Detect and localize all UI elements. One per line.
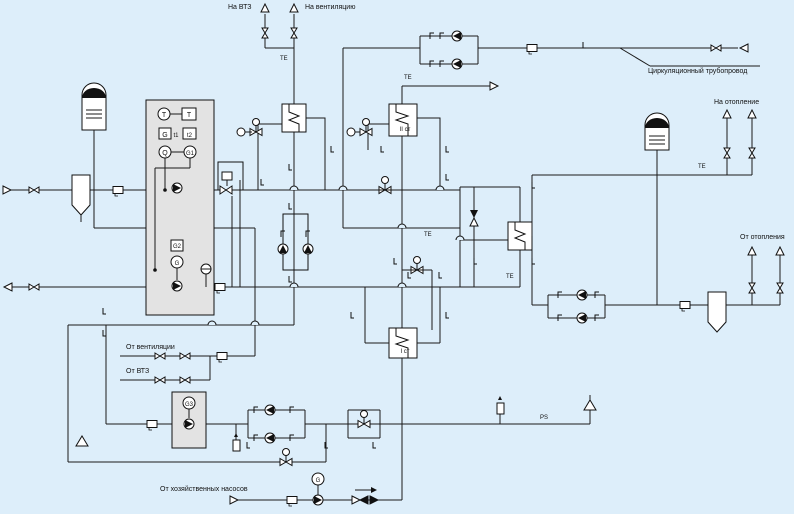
flowmeter-supply bbox=[171, 182, 183, 194]
hot-water-outlet-arrow bbox=[489, 81, 500, 91]
ventilation-return-filter bbox=[216, 352, 228, 363]
return-outlet-arrow bbox=[2, 282, 13, 292]
ps-label: PS bbox=[540, 415, 548, 421]
circulation-pump-2[interactable] bbox=[451, 58, 463, 70]
crossing-hops bbox=[207, 185, 465, 326]
ventilation-outlet-arrow bbox=[289, 3, 299, 13]
circulation-inlet-arrow bbox=[738, 43, 749, 53]
thermo-t-label: T bbox=[162, 112, 167, 119]
mud-separator-left bbox=[71, 174, 91, 222]
te-label-3: TE bbox=[424, 232, 432, 238]
domestic-meter-label: G bbox=[316, 478, 321, 484]
heating-return-valve-2[interactable] bbox=[776, 282, 784, 294]
heating-return-arrow-1 bbox=[747, 246, 757, 256]
cold-water-control-valve[interactable] bbox=[357, 410, 371, 428]
meter-g2-label: G2 bbox=[173, 244, 182, 250]
from-domestic-pumps-label: От хозяйственных насосов bbox=[160, 485, 248, 493]
meter-t2-label: t2 bbox=[187, 133, 193, 139]
supply-inlet-valve[interactable] bbox=[28, 186, 40, 194]
ventilation-return-valve-2[interactable] bbox=[179, 352, 191, 360]
cold-water-filter bbox=[146, 420, 158, 431]
meter-g3-label: G3 bbox=[185, 402, 194, 408]
return-outlet-valve[interactable] bbox=[28, 283, 40, 291]
ventilation-control-valve[interactable] bbox=[249, 118, 263, 136]
return-filter bbox=[214, 283, 226, 294]
meter-q-label: Q bbox=[162, 150, 168, 157]
te-label-5: TE bbox=[698, 164, 706, 170]
vtz-valve[interactable] bbox=[261, 27, 269, 39]
mixing-pump[interactable] bbox=[469, 210, 479, 227]
stage-2-control-valve[interactable] bbox=[359, 118, 373, 136]
to-vtz-label: На ВТЗ bbox=[228, 4, 252, 11]
heating-return-filter bbox=[679, 301, 691, 312]
supply-inlet-arrow bbox=[2, 185, 13, 195]
ventilation-return-valve[interactable] bbox=[154, 352, 166, 360]
heating-valve-2[interactable] bbox=[748, 147, 756, 159]
mud-separator-right bbox=[707, 255, 781, 333]
stage-2-label: II ст bbox=[400, 127, 411, 133]
from-heating-label: От отопления bbox=[740, 234, 785, 241]
pressure-switch-right bbox=[496, 396, 505, 415]
ventilation-pump-group bbox=[277, 213, 314, 271]
safety-valve-left bbox=[75, 435, 89, 447]
expansion-tank-left bbox=[81, 82, 255, 229]
circulation-filter bbox=[526, 44, 538, 55]
water-meter-cabinet: G3 bbox=[171, 391, 207, 449]
expansion-tank-right bbox=[644, 112, 670, 305]
ventilation-valve[interactable] bbox=[290, 27, 298, 39]
hot-water-riser-top bbox=[401, 85, 490, 104]
te-label-2: TE bbox=[404, 75, 412, 81]
domestic-check-valve[interactable] bbox=[351, 495, 380, 505]
ventilation-heat-exchanger bbox=[281, 103, 307, 133]
flowmeter-return bbox=[171, 280, 183, 292]
booster-bypass-valve[interactable] bbox=[279, 448, 293, 466]
meter-t1-label: t1 bbox=[173, 133, 179, 139]
meter-g1-label: G1 bbox=[186, 151, 195, 157]
domestic-inlet-arrow bbox=[229, 495, 240, 505]
bypass-control-valve[interactable] bbox=[378, 176, 392, 194]
heating-valve-1[interactable] bbox=[723, 147, 731, 159]
circulation-valve[interactable] bbox=[710, 44, 722, 52]
to-heating-label: На отопление bbox=[714, 99, 759, 106]
stage-2-heat-exchanger: II ст bbox=[388, 103, 418, 137]
domestic-inlet-filter bbox=[286, 496, 298, 507]
from-ventilation-label: От вентиляции bbox=[126, 344, 175, 351]
booster-pump-2[interactable] bbox=[264, 432, 276, 444]
flow-direction-arrow bbox=[355, 487, 377, 493]
heating-supply-line bbox=[532, 118, 753, 176]
heat-meter-cabinet: T T G t1 t2 Q G1 G2 G bbox=[145, 99, 215, 316]
meter-g-label: G bbox=[162, 132, 167, 139]
vtz-outlet-arrow bbox=[260, 3, 270, 13]
te-label-4: TE bbox=[506, 274, 514, 280]
from-vtz-label: От ВТЗ bbox=[126, 368, 149, 375]
te-label-1: TE bbox=[280, 56, 288, 62]
return-control-valve[interactable] bbox=[410, 256, 424, 274]
heating-pump-1[interactable] bbox=[576, 289, 588, 301]
circulation-pump-1[interactable] bbox=[451, 30, 463, 42]
thermo-box-label: T bbox=[187, 112, 192, 119]
heating-heat-exchanger bbox=[507, 221, 533, 251]
vtz-return-valve-2[interactable] bbox=[179, 376, 191, 384]
stage-1-label: I ст bbox=[400, 349, 409, 355]
circulation-line bbox=[342, 35, 760, 228]
circulation-pipeline-label: Циркуляционный трубопровод bbox=[648, 67, 747, 75]
heating-return-valve-1[interactable] bbox=[748, 282, 756, 294]
vtz-return-valve[interactable] bbox=[154, 376, 166, 384]
supply-filter bbox=[112, 186, 124, 197]
heating-pump-2[interactable] bbox=[576, 312, 588, 324]
safety-valve-right bbox=[583, 395, 597, 411]
meter-g-return-label: G bbox=[175, 261, 180, 267]
heating-outlet-arrow-1 bbox=[722, 109, 732, 119]
heating-return-arrow-2 bbox=[775, 246, 785, 256]
to-ventilation-label: На вентиляцию bbox=[305, 4, 355, 11]
heating-outlet-arrow-2 bbox=[747, 109, 757, 119]
cold-water-lines bbox=[67, 287, 591, 463]
pressure-switch-left bbox=[232, 433, 241, 452]
booster-pump-1[interactable] bbox=[264, 404, 276, 416]
stage-1-heat-exchanger: I ст bbox=[388, 327, 418, 359]
supply-regulator-valve[interactable] bbox=[217, 161, 244, 287]
domestic-flowmeter bbox=[312, 494, 324, 506]
